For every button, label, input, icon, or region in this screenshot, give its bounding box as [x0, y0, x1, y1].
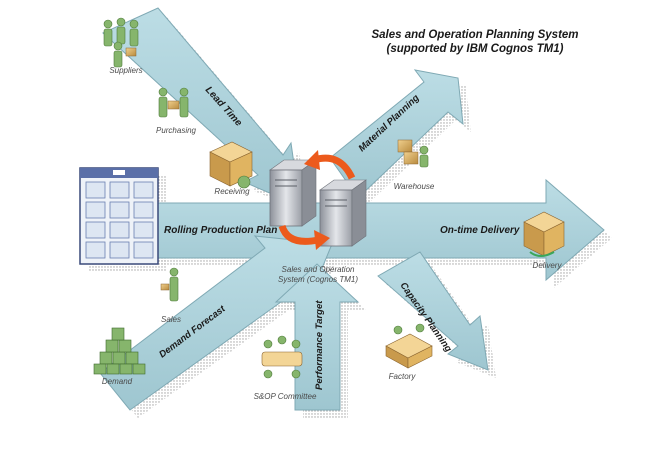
diagram-title-line1: Sales and Operation Planning System — [371, 29, 578, 41]
purchasing-people-icon — [158, 87, 189, 118]
purchasing-label: Purchasing — [156, 126, 197, 135]
warehouse-box-icon — [397, 139, 429, 168]
supplier-people-icon — [103, 17, 139, 68]
warehouse-label: Warehouse — [394, 182, 435, 191]
server-icon — [269, 159, 317, 227]
center-label-line1: Sales and Operation — [282, 265, 355, 274]
demand-boxes-icon — [93, 327, 146, 375]
on-time-delivery-label: On-time Delivery — [440, 225, 520, 236]
sales-person-icon — [160, 267, 179, 302]
committee-people-icon — [261, 335, 303, 379]
rolling-production-plan-label: Rolling Production Plan — [164, 225, 277, 236]
cycle-arrow-icon — [278, 150, 356, 250]
demand-label: Demand — [102, 377, 133, 386]
factory-label: Factory — [389, 372, 417, 381]
factory-icon — [385, 323, 433, 369]
delivery-box-icon — [523, 211, 565, 257]
performance-target-label: Performance Target — [314, 300, 325, 390]
diagram-title-line2: (supported by IBM Cognos TM1) — [387, 43, 564, 55]
capacity-planning-arrow — [377, 251, 489, 371]
material-planning-arrow — [329, 69, 464, 199]
receiving-box-icon — [209, 141, 253, 189]
suppliers-label: Suppliers — [109, 66, 142, 75]
receiving-label: Receiving — [214, 187, 250, 196]
delivery-label: Delivery — [533, 261, 563, 270]
server-icon — [319, 179, 367, 247]
calendar-grid-icon — [79, 167, 159, 265]
sop-committee-label: S&OP Committee — [254, 392, 317, 401]
sales-label: Sales — [161, 315, 181, 324]
center-label-line2: System (Cognos TM1) — [278, 275, 358, 284]
